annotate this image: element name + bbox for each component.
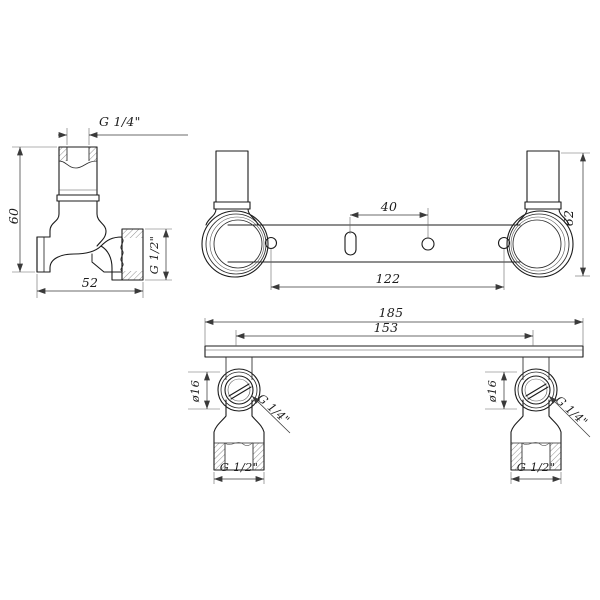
label-bottom-left-dia16: ø16 (188, 380, 202, 403)
label-bottom-right-dia16: ø16 (485, 380, 499, 403)
front-view-right-port (497, 150, 574, 278)
dim-front-40: 40 (349, 199, 429, 238)
label-side-g14: G 1/4" (99, 114, 141, 129)
label-side-60: 60 (6, 208, 21, 225)
dim-side-g12: G 1/2" (145, 228, 172, 281)
label-bottom-153: 153 (374, 320, 399, 335)
side-view: G 1/4" 60 52 G 1/2" (6, 114, 188, 298)
dim-bottom-left-g12: G 1/2" (213, 460, 265, 484)
dim-bottom-right-dia16: ø16 (485, 371, 517, 410)
label-front-122: 122 (376, 271, 401, 286)
dim-side-g14: G 1/4" (58, 114, 188, 145)
dim-bottom-right-g12: G 1/2" (510, 460, 562, 484)
front-view-left-port (201, 150, 278, 278)
dim-bottom-left-dia16: ø16 (188, 371, 220, 410)
label-side-g12: G 1/2" (147, 236, 161, 274)
dim-bottom-185: 185 (204, 305, 584, 346)
label-bottom-left-g12: G 1/2" (220, 460, 258, 474)
label-bottom-right-g12: G 1/2" (517, 460, 555, 474)
label-front-40: 40 (380, 199, 398, 214)
side-view-body (36, 200, 144, 281)
dim-front-122: 122 (270, 249, 505, 290)
dim-side-60: 60 (6, 146, 57, 273)
dim-bottom-153: 153 (235, 320, 534, 346)
label-front-62: 62 (561, 210, 576, 227)
label-side-52: 52 (82, 275, 99, 290)
dim-side-52: 52 (36, 274, 144, 298)
front-view: 40 122 62 (201, 150, 590, 290)
side-view-top-spigot (56, 146, 100, 202)
label-bottom-185: 185 (379, 305, 404, 320)
dim-front-62: 62 (561, 152, 590, 277)
